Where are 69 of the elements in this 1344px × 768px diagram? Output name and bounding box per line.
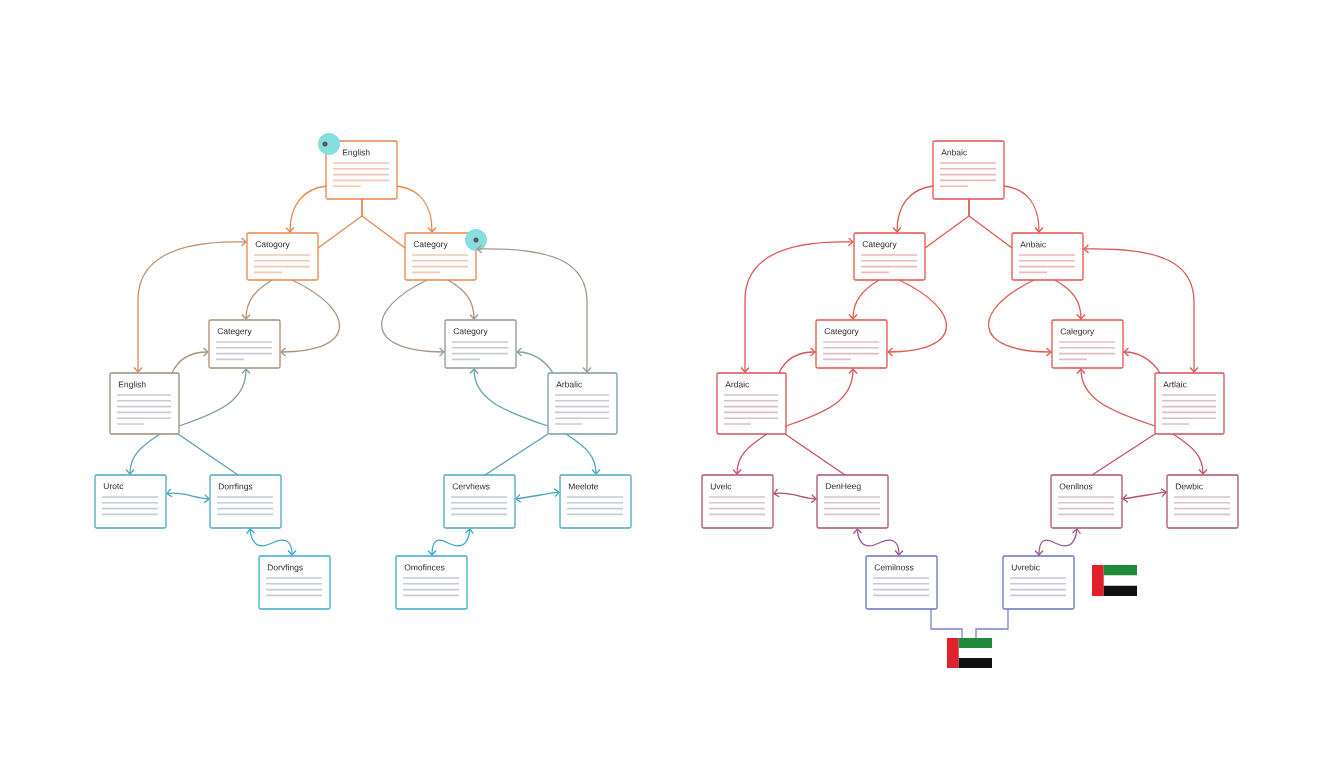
double-arrow — [476, 244, 592, 373]
process-box: Urotc — [94, 474, 167, 529]
process-box: DenHeeg — [816, 474, 889, 529]
process-box: Catogory — [246, 232, 319, 281]
process-box: Categery — [208, 319, 281, 369]
arrow — [285, 185, 327, 233]
double-arrow — [773, 488, 817, 504]
arrow — [469, 368, 549, 427]
double-arrow — [166, 488, 210, 504]
double-arrow — [740, 237, 854, 373]
arrow — [848, 279, 880, 320]
connector-line — [784, 433, 846, 476]
arrow — [1123, 347, 1161, 374]
double-arrow — [427, 528, 475, 556]
double-arrow — [1083, 244, 1199, 373]
process-box: Dewbic — [1166, 474, 1239, 529]
connector-line — [1091, 433, 1156, 476]
connector-line — [968, 198, 1013, 249]
double-arrow — [852, 528, 904, 556]
arrow — [1003, 185, 1044, 233]
double-arrow — [1122, 488, 1167, 503]
arrow — [280, 279, 341, 357]
process-box: Uvrebic — [1002, 555, 1075, 610]
double-arrow — [515, 488, 560, 503]
arrow — [447, 279, 479, 320]
process-box: Anbaic — [1011, 232, 1084, 281]
arrow — [241, 279, 273, 320]
double-arrow — [1034, 528, 1082, 556]
arrow — [892, 185, 934, 233]
arrow — [516, 347, 554, 374]
process-box: Meelote — [559, 474, 632, 529]
connector-line — [177, 433, 239, 476]
process-box: Artlaic — [1154, 372, 1225, 435]
process-box: Dorrfings — [209, 474, 282, 529]
process-box: Anbaic — [932, 140, 1005, 200]
process-box: Category — [815, 319, 888, 369]
arrow — [381, 279, 445, 357]
process-box: Calegory — [1051, 319, 1124, 369]
arrow — [125, 433, 161, 475]
arrow — [1054, 279, 1086, 320]
process-box: English — [109, 372, 180, 435]
connector-line — [361, 198, 406, 249]
process-box: Oenllnos — [1050, 474, 1123, 529]
arrow — [1076, 368, 1156, 427]
arrow — [887, 279, 948, 357]
arrow — [778, 347, 816, 374]
process-box: Ardaic — [716, 372, 787, 435]
arrow — [988, 279, 1052, 357]
arrow — [171, 347, 209, 374]
connector-line — [930, 608, 963, 639]
process-box: Omofinces — [395, 555, 468, 610]
process-box: Cemilnoss — [865, 555, 938, 610]
arrow — [1172, 433, 1208, 475]
double-arrow — [133, 237, 247, 373]
arrow — [565, 433, 601, 475]
connector-line — [975, 608, 1009, 639]
connector-line — [484, 433, 549, 476]
arrow — [178, 368, 251, 427]
process-box: Dorvfings — [258, 555, 331, 610]
process-box: Arbalic — [547, 372, 618, 435]
process-box: Category — [853, 232, 926, 281]
process-box: Category — [444, 319, 517, 369]
arrow — [732, 433, 768, 475]
double-arrow — [245, 528, 297, 556]
process-box: Uvelc — [701, 474, 774, 529]
flag — [947, 638, 992, 668]
arrow — [785, 368, 858, 427]
arrow — [396, 185, 437, 233]
process-box: Cervhews — [443, 474, 516, 529]
